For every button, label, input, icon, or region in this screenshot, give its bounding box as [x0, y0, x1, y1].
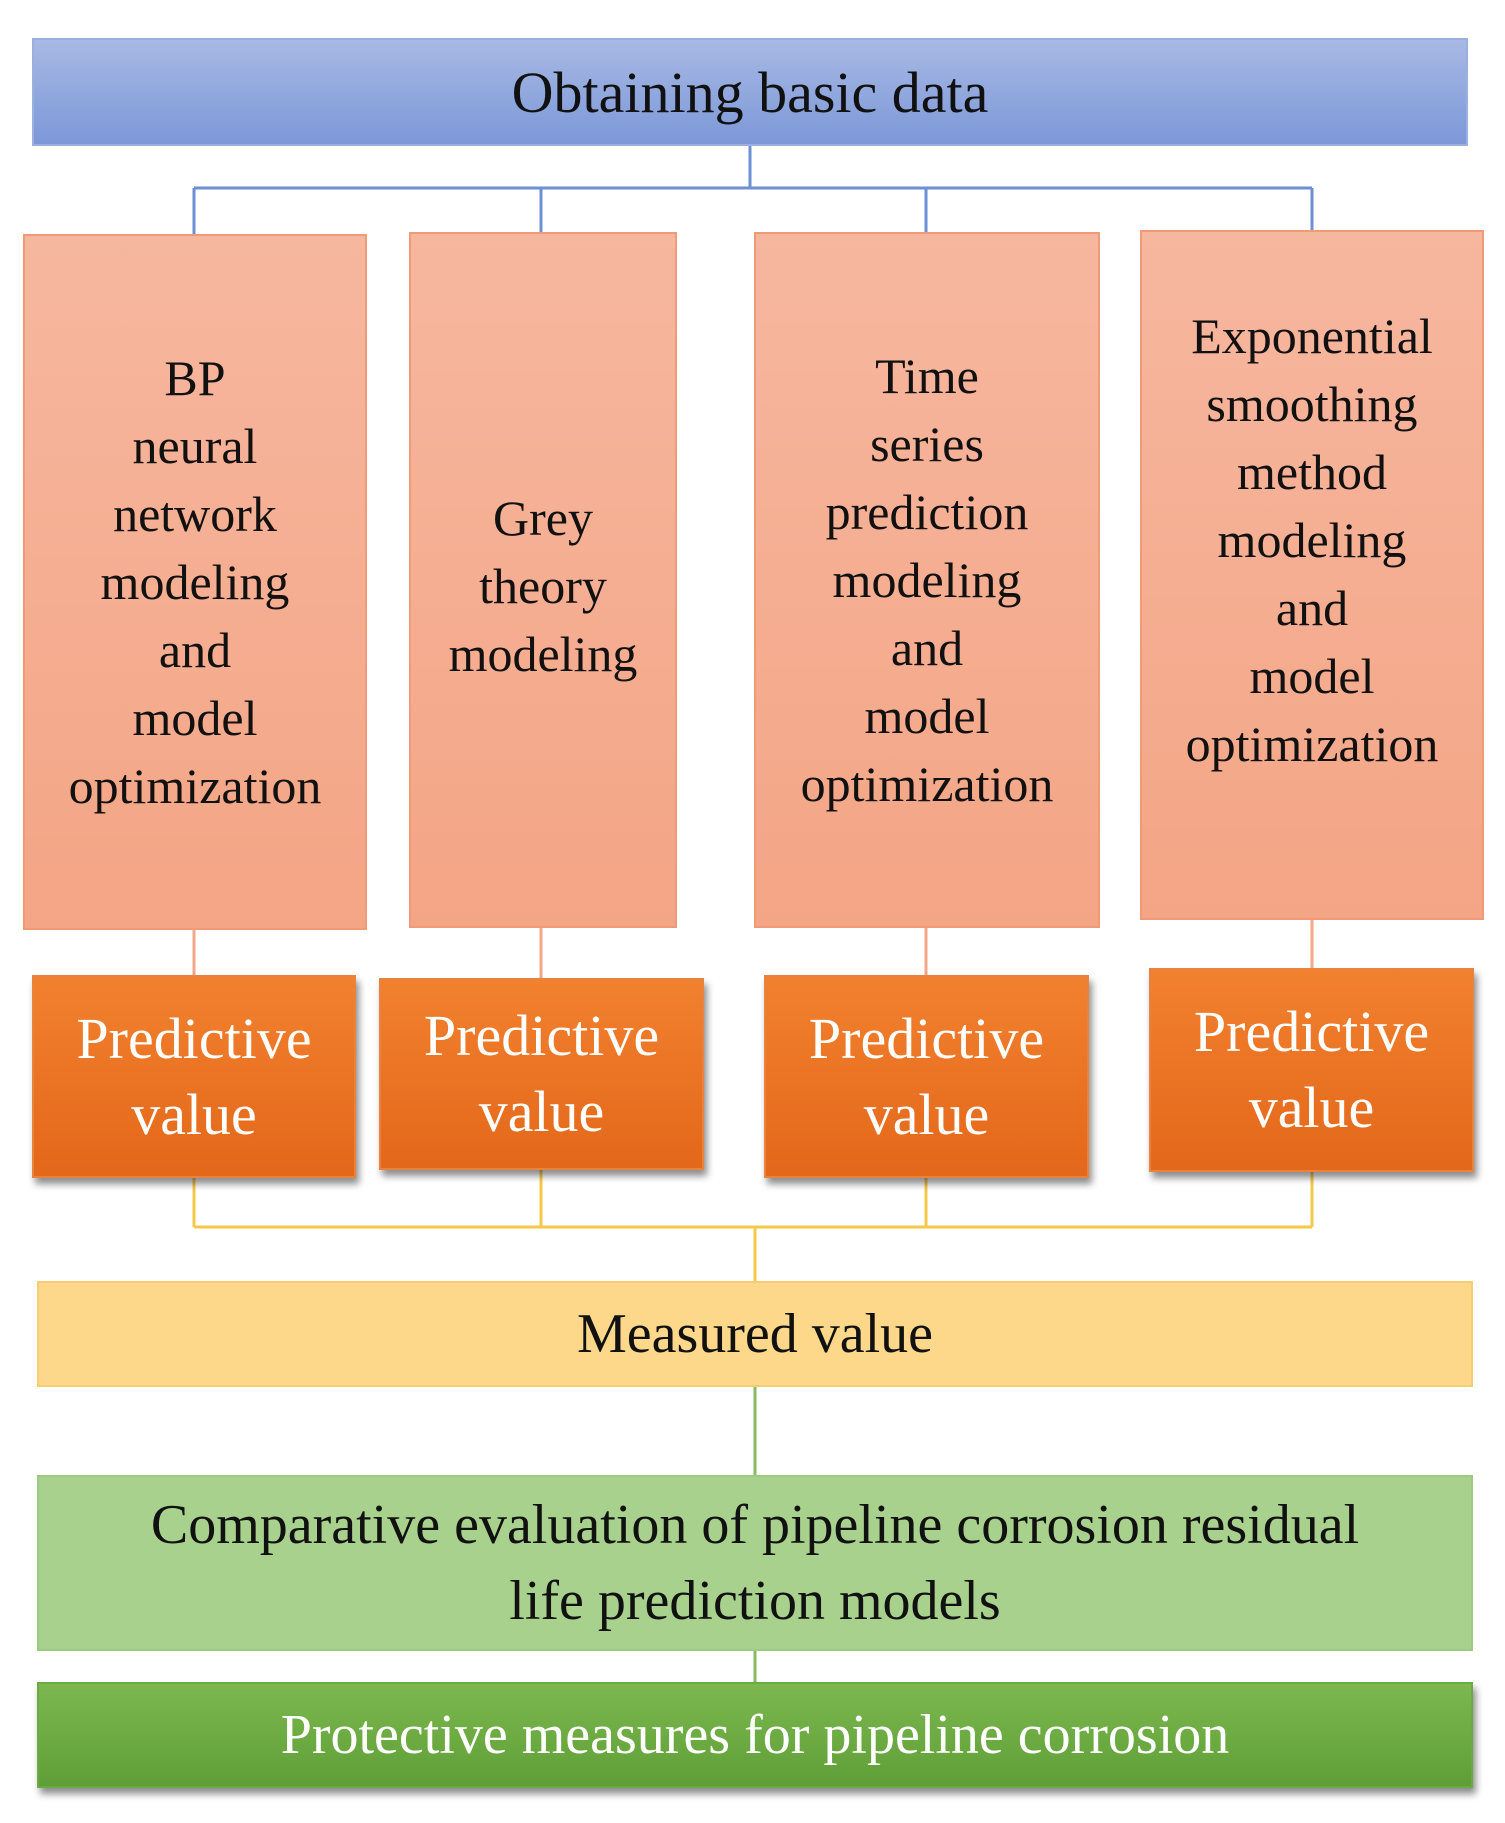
model-text-line: model: [1249, 648, 1375, 704]
model-text-line: modeling: [448, 626, 638, 682]
predictive-text-line: value: [863, 1081, 990, 1147]
model-text-line: Time: [875, 348, 979, 404]
comparative-evaluation-box: Comparative evaluation of pipeline corro…: [37, 1475, 1473, 1651]
model-text-line: and: [890, 620, 964, 676]
model-text-line: BP: [164, 350, 226, 406]
predictive-text-line: value: [1248, 1075, 1375, 1140]
predictive-value-box-bp: Predictive value: [32, 975, 356, 1178]
protective-measures-label: Protective measures for pipeline corrosi…: [280, 1704, 1230, 1766]
model-text-line: Exponential: [1191, 308, 1433, 364]
measured-value-box: Measured value: [37, 1281, 1473, 1387]
model-text-line: theory: [479, 558, 607, 614]
predictive-text-line: Predictive: [76, 1005, 312, 1071]
obtaining-basic-data-label: Obtaining basic data: [511, 59, 989, 125]
model-box-time-series: Time series prediction modeling and mode…: [754, 232, 1100, 928]
model-text-line: and: [158, 622, 232, 678]
model-text-line: model: [132, 690, 258, 746]
predictive-text-line: value: [478, 1079, 605, 1144]
model-text-line: method: [1237, 444, 1387, 500]
model-text-line: modeling: [100, 554, 290, 610]
model-box-exponential-smoothing: Exponential smoothing method modeling an…: [1140, 230, 1484, 920]
model-text-line: modeling: [832, 552, 1022, 608]
model-text-line: modeling: [1217, 512, 1407, 568]
predictive-value-box-time-series: Predictive value: [764, 975, 1089, 1178]
model-text-line: smoothing: [1206, 376, 1418, 432]
model-box-grey-theory: Grey theory modeling: [409, 232, 677, 928]
model-box-bp-neural-network: BP neural network modeling and model opt…: [23, 234, 367, 930]
model-text-line: Grey: [493, 490, 593, 546]
model-text-line: and: [1275, 580, 1349, 636]
model-text-line: prediction: [825, 484, 1029, 540]
model-text-line: optimization: [800, 756, 1054, 812]
obtaining-basic-data-box: Obtaining basic data: [32, 38, 1468, 146]
model-text-line: optimization: [1185, 716, 1439, 772]
model-text-line: series: [870, 416, 984, 472]
predictive-text-line: value: [131, 1081, 257, 1147]
model-text-line: model: [864, 688, 990, 744]
predictive-value-box-grey: Predictive value: [379, 978, 704, 1170]
model-text-line: neural: [132, 418, 258, 474]
model-text-line: optimization: [68, 758, 322, 814]
comparative-text-line: life prediction models: [509, 1570, 1001, 1632]
comparative-text-line: Comparative evaluation of pipeline corro…: [150, 1494, 1360, 1556]
predictive-text-line: Predictive: [808, 1005, 1045, 1071]
predictive-text-line: Predictive: [1193, 999, 1430, 1064]
protective-measures-box: Protective measures for pipeline corrosi…: [37, 1682, 1473, 1788]
model-text-line: network: [113, 486, 277, 542]
measured-value-label: Measured value: [576, 1303, 934, 1365]
predictive-text-line: Predictive: [423, 1003, 660, 1068]
predictive-value-box-exponential: Predictive value: [1149, 968, 1474, 1172]
